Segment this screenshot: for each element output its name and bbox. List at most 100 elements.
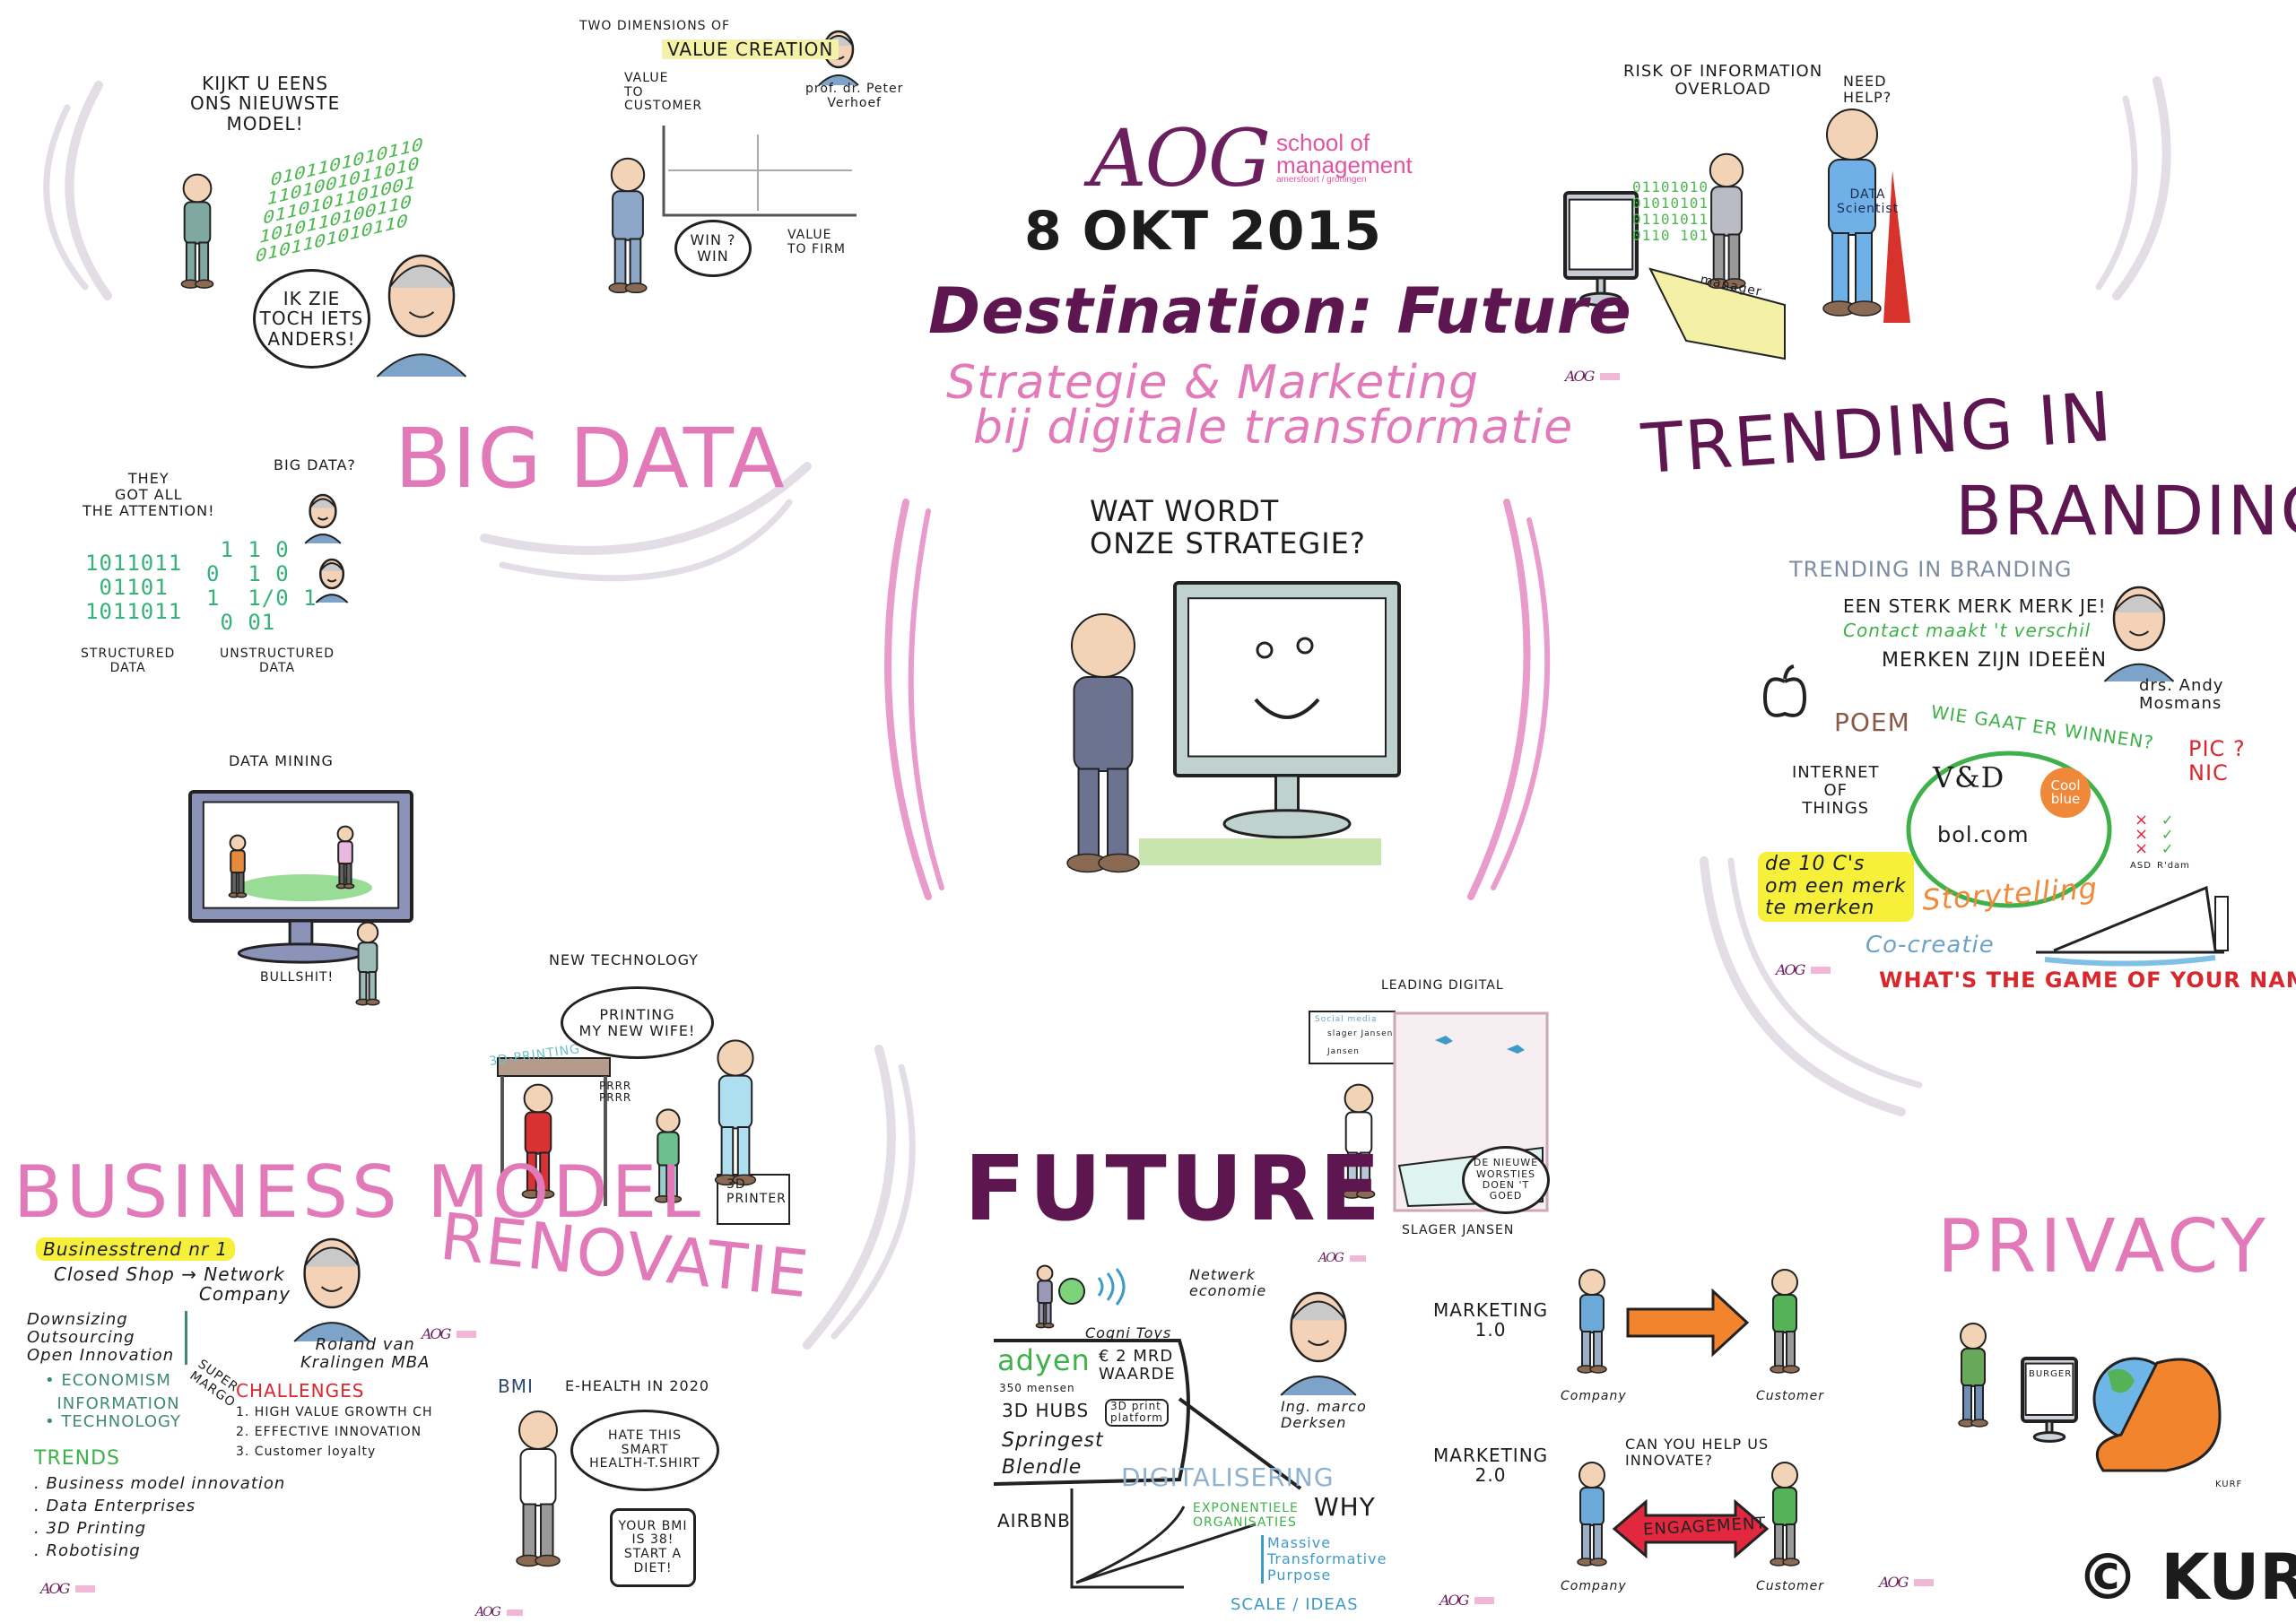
- company-label-1: Company: [1561, 1389, 1627, 1403]
- leg: [720, 1126, 735, 1178]
- citizen-figure: [1958, 1323, 1988, 1428]
- torso: [657, 1131, 680, 1167]
- derksen-name: Ing. marco Derksen: [1281, 1398, 1367, 1431]
- torso: [337, 840, 353, 865]
- structured-bits: 1011011 01101 1011011: [85, 551, 183, 624]
- decorative-swoosh: [803, 1045, 896, 1350]
- overload-monitor: [1563, 191, 1639, 307]
- company-label-2: Company: [1561, 1579, 1627, 1593]
- printing-man: [654, 1108, 683, 1203]
- head: [356, 921, 379, 944]
- challenge-item: 2. EFFECTIVE INNOVATION: [236, 1425, 422, 1439]
- swoosh-stroke: [480, 462, 812, 555]
- head: [1960, 1323, 1987, 1350]
- marketing-2-label: MARKETING 2.0: [1433, 1445, 1549, 1487]
- van-kralingen-name: Roland van Kralingen MBA: [300, 1335, 430, 1373]
- customer-label-1: Customer: [1756, 1389, 1825, 1403]
- leg: [359, 971, 368, 1002]
- shoulders: [818, 74, 859, 86]
- swoosh-stroke: [1727, 857, 1923, 1089]
- printing-thought-text: PRINTING MY NEW WIFE!: [578, 1005, 696, 1039]
- business-trend-label: Businesstrend nr 1: [36, 1237, 236, 1262]
- torso: [1710, 186, 1743, 237]
- head: [1578, 1462, 1605, 1488]
- water: [2044, 955, 2216, 967]
- leg: [1855, 232, 1873, 306]
- rdam-label: R'dam: [2157, 861, 2190, 871]
- head: [1771, 1462, 1798, 1488]
- eye: [1256, 641, 1274, 659]
- event-subtitle-2: bij digitale transformatie: [973, 401, 1574, 455]
- shirt-thought-text: HATE THIS SMART HEALTH-T.SHIRT: [589, 1428, 700, 1471]
- adyen-value: € 2 MRD WAARDE: [1099, 1347, 1176, 1384]
- head: [182, 173, 213, 204]
- head: [1578, 1269, 1605, 1296]
- check-marks: ×✓×✓×✓: [2135, 811, 2173, 858]
- decorative-swoosh: [1491, 517, 1551, 890]
- shoe: [1098, 853, 1140, 873]
- innovate-question: CAN YOU HELP US INNOVATE?: [1625, 1436, 1770, 1469]
- butcher-caption: SLAGER JANSEN: [1402, 1223, 1515, 1237]
- adyen-staff: 350 mensen: [999, 1382, 1075, 1394]
- twitter-icon: [1435, 1036, 1525, 1054]
- leg: [1786, 1523, 1796, 1561]
- social-board-line: Jansen: [1327, 1047, 1360, 1056]
- logo-mark: AOG: [475, 1605, 501, 1619]
- torso: [1772, 1487, 1797, 1526]
- smile: [2128, 630, 2150, 637]
- poem-label: POEM: [1834, 707, 1910, 737]
- shoe: [732, 1174, 757, 1186]
- head: [1771, 1269, 1798, 1296]
- shoe: [1043, 1323, 1055, 1329]
- butcher-figure: [1342, 1083, 1376, 1199]
- economism-label: • ECONOMISM: [45, 1371, 171, 1390]
- shoe: [1782, 1558, 1800, 1567]
- torso: [1344, 1111, 1373, 1155]
- branding-heading-2: BRANDING: [1955, 471, 2296, 551]
- unstructured-label: UNSTRUCTURED DATA: [220, 647, 335, 675]
- challenge-item: 3. Customer loyalty: [236, 1445, 377, 1459]
- overload-binary: 01101010 01010101 01101011 0110 101: [1632, 178, 1709, 244]
- torso: [1073, 676, 1134, 772]
- hair: [303, 1246, 361, 1267]
- shoe: [1970, 1419, 1988, 1428]
- smile: [320, 1286, 344, 1292]
- leg: [1038, 1302, 1045, 1325]
- airbnb-label: AIRBNB: [997, 1510, 1071, 1532]
- aog-small-logo: AOG: [1565, 368, 1621, 385]
- check-mark: ✓: [2161, 840, 2173, 857]
- trends-title: TRENDS: [34, 1447, 120, 1470]
- leg: [1774, 1523, 1784, 1561]
- eye: [1296, 637, 1314, 655]
- privacy-heading: PRIVACY: [1937, 1204, 2270, 1289]
- head: [1344, 1083, 1374, 1114]
- bigdata-face: [315, 558, 349, 603]
- shoulders: [376, 353, 467, 378]
- artist-signature: © KURF.: [2076, 1541, 2296, 1614]
- leg: [629, 238, 642, 287]
- springest-label: Springest: [1002, 1429, 1104, 1452]
- 3d-printer-scene: [497, 1057, 790, 1225]
- digitalisering-label: DIGITALISERING: [1121, 1462, 1335, 1492]
- aog-logo: AOG school of management amersfoort / gr…: [1090, 112, 1413, 204]
- aog-small-logo: AOG: [40, 1580, 96, 1597]
- grass: [1139, 838, 1381, 865]
- logo-line: amersfoort / groningen: [1276, 175, 1367, 186]
- head: [1071, 613, 1135, 678]
- swoosh-stroke: [1491, 517, 1551, 890]
- downsizing-list: Downsizing Outsourcing Open Innovation: [27, 1310, 188, 1366]
- shoe: [236, 892, 248, 898]
- torso: [1037, 1280, 1053, 1305]
- printer-top: [497, 1057, 611, 1077]
- shoe: [1782, 1365, 1800, 1374]
- head: [656, 1108, 681, 1133]
- smile: [326, 578, 337, 583]
- torso: [183, 201, 212, 245]
- coolblue-badge: Cool blue: [2040, 768, 2091, 818]
- exponential-label: EXPONENTIELE organisaties: [1193, 1501, 1299, 1530]
- linear-line: [1075, 1523, 1257, 1584]
- strategy-question: WAT WORDT ONZE STRATEGIE?: [1090, 494, 1366, 560]
- swoosh-stroke: [1700, 856, 1906, 1116]
- superhero-figure: [1822, 108, 1882, 317]
